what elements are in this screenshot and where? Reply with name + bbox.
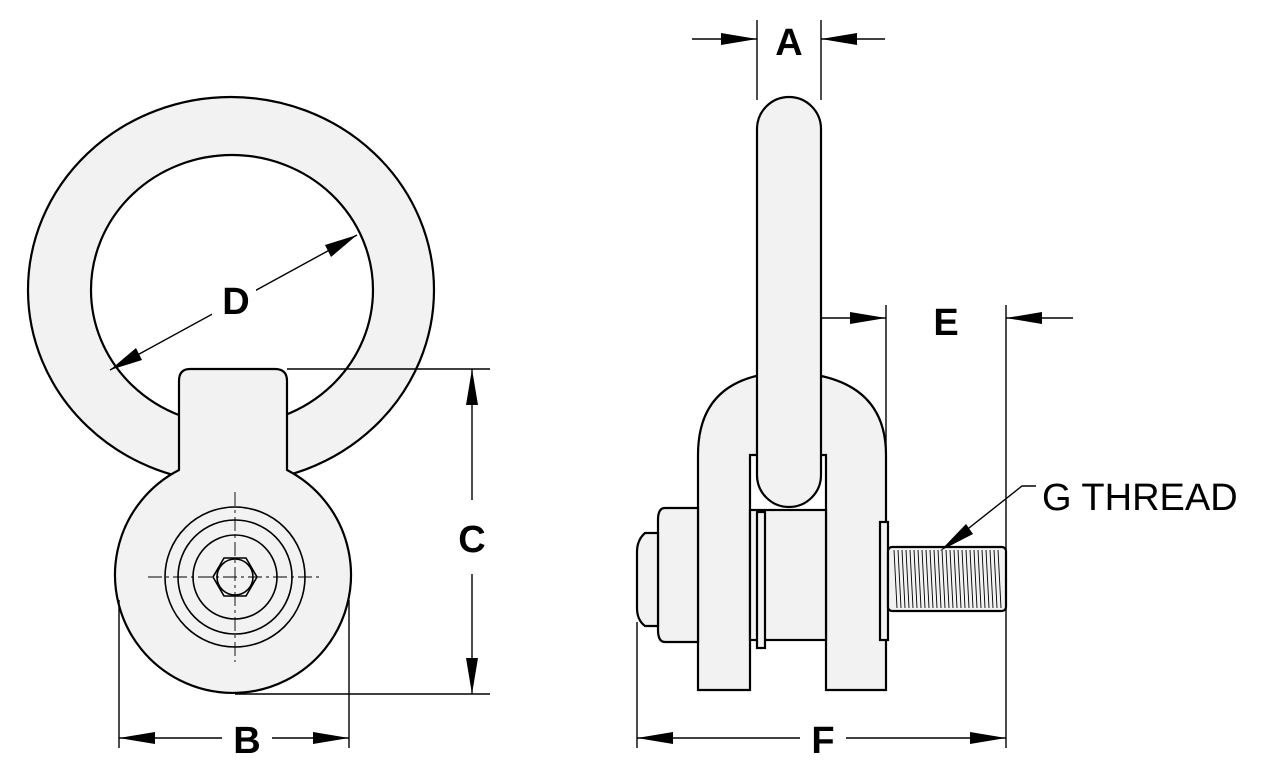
thread-crest: [997, 549, 1002, 609]
thread-crest: [921, 549, 926, 609]
dim-d-label: D: [222, 281, 249, 323]
dim-c-arrow-top: [466, 369, 478, 405]
thread-leader-arrow: [940, 524, 973, 551]
dim-a-arrow-right: [821, 33, 857, 45]
thread-crest: [909, 549, 914, 609]
dim-c-arrow-bottom: [466, 658, 478, 694]
washer: [755, 510, 767, 650]
thread-crest: [989, 549, 994, 609]
thread-crest: [933, 549, 938, 609]
thread-leader-line: [944, 485, 1036, 548]
dim-b-label: B: [233, 720, 260, 762]
thread-crest: [977, 549, 982, 609]
thread-crest: [985, 549, 990, 609]
dim-b-arrow-right: [313, 732, 349, 744]
thread-crest: [937, 549, 942, 609]
nut: [656, 506, 700, 644]
thread-crest: [905, 549, 910, 609]
dim-d-arrow-lower: [110, 348, 142, 370]
side-view: A E F G THREAD: [635, 20, 1238, 762]
thread-crest: [925, 549, 930, 609]
thread-callout-label: G THREAD: [1042, 477, 1238, 519]
thread-crest: [969, 549, 974, 609]
thread-crest: [949, 549, 954, 609]
bushing-face: [878, 520, 890, 642]
thread-crest: [961, 549, 966, 609]
dim-d-arrow-upper: [325, 235, 357, 257]
dim-a-label: A: [775, 22, 802, 64]
thread-crest: [893, 549, 898, 609]
hex-socket: [212, 557, 258, 597]
screw-head-side: [635, 531, 660, 628]
thread-crest: [993, 549, 998, 609]
dim-e-arrow-right: [1006, 312, 1042, 324]
thread-crest: [897, 549, 902, 609]
thread-crest: [929, 549, 934, 609]
thread-crest: [941, 549, 946, 609]
thread-crest: [957, 549, 962, 609]
dim-f-label: F: [811, 720, 834, 762]
thread-crest: [917, 549, 922, 609]
thread-crest: [913, 549, 918, 609]
thread-crest: [945, 549, 950, 609]
dim-f-arrow-right: [970, 732, 1006, 744]
thread-crest: [981, 549, 986, 609]
dim-f-arrow-left: [637, 732, 673, 744]
thread-marks: [893, 549, 1002, 609]
thread-crest: [965, 549, 970, 609]
thread-crest: [901, 549, 906, 609]
dim-e-label: E: [933, 302, 958, 344]
dim-b-arrow-left: [119, 732, 155, 744]
dim-c-label: C: [458, 519, 485, 561]
ring: [26, 95, 436, 485]
thread-crest: [973, 549, 978, 609]
thread-crest: [953, 549, 958, 609]
front-view: D C B: [26, 95, 490, 762]
dim-a-arrow-left: [721, 33, 757, 45]
ring-link: [755, 95, 823, 509]
dim-e-arrow-left: [850, 312, 886, 324]
